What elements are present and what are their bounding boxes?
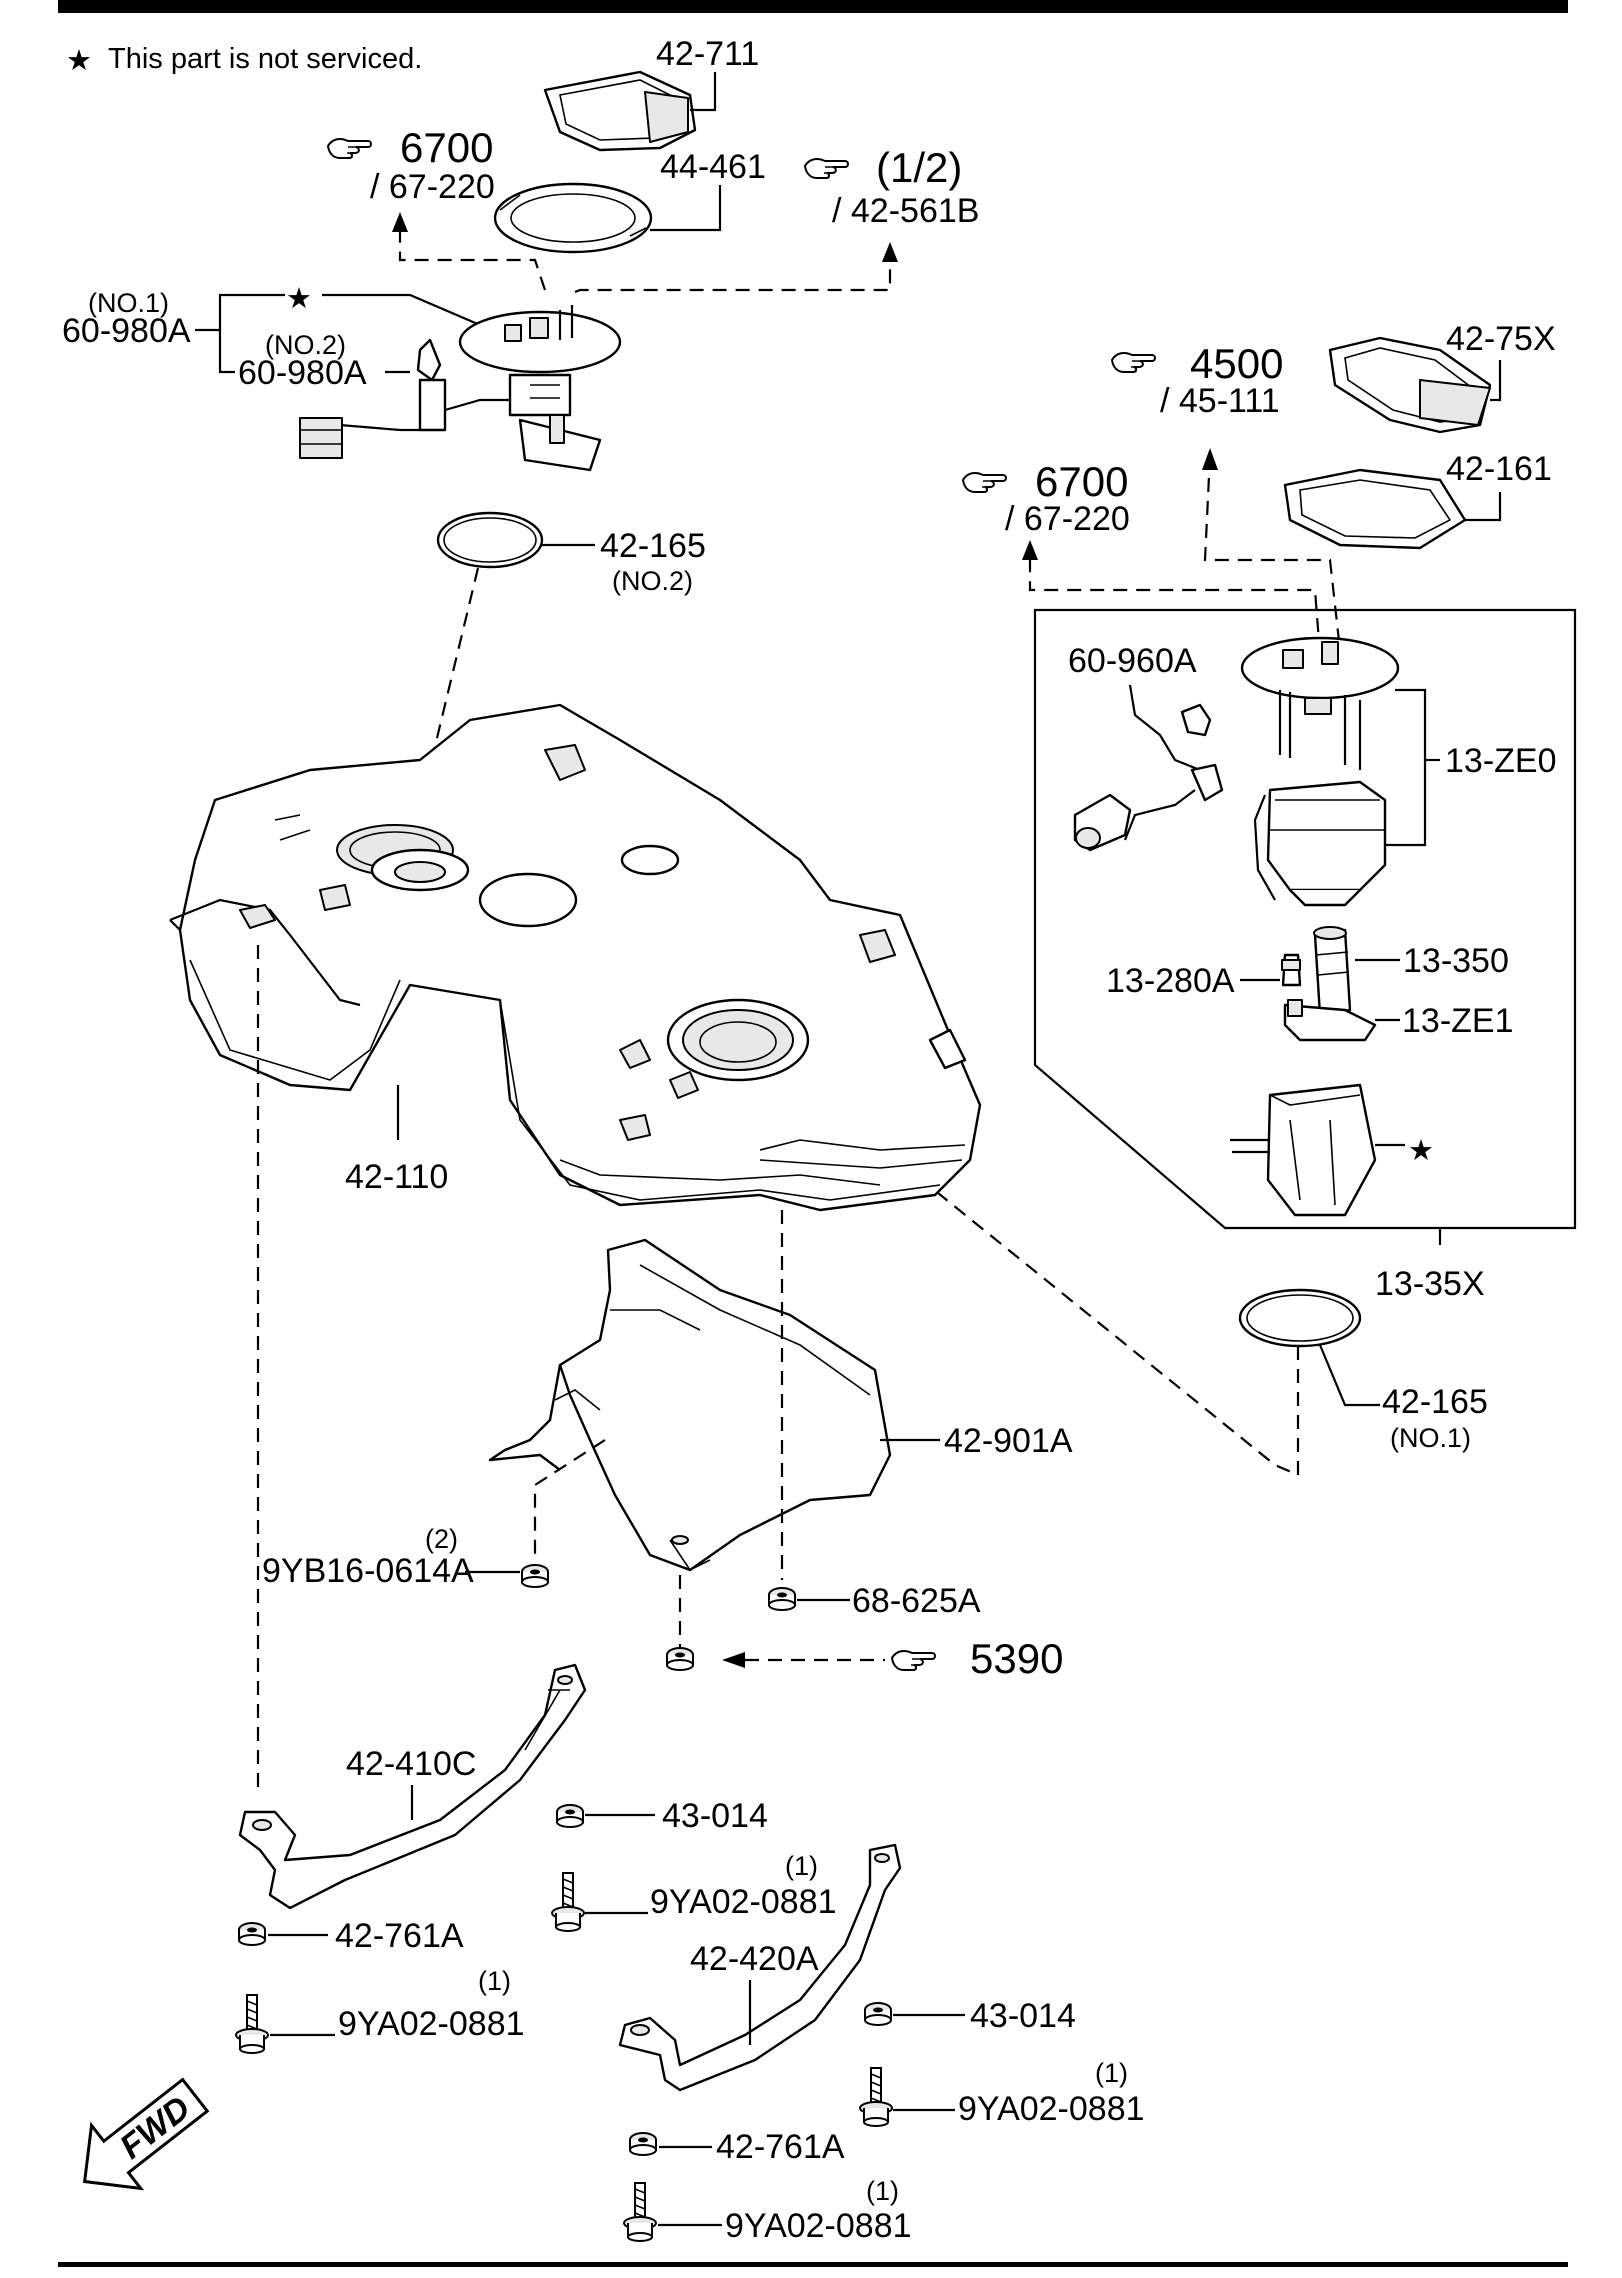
bolt-9ya02-0881-c <box>859 2067 893 2127</box>
ref-1-2: (1/2) <box>876 144 962 191</box>
qty-1-d: (1) <box>866 2176 899 2206</box>
top-border <box>58 0 1568 13</box>
strap-42-410c <box>238 1663 587 1910</box>
label-9ya02-0881-c: 9YA02-0881 <box>958 2090 1145 2128</box>
pointing-hand-icon <box>1111 351 1156 373</box>
label-42-165-top: 42-165 <box>600 527 706 565</box>
label-13-ze0: 13-ZE0 <box>1445 742 1557 780</box>
label-60-960a: 60-960A <box>1068 642 1197 680</box>
label-42-420a: 42-420A <box>690 1940 819 1978</box>
label-43-014-a: 43-014 <box>662 1797 768 1835</box>
pointing-hand-icon <box>804 157 849 179</box>
star-icon: ★ <box>66 45 92 77</box>
pointing-hand-icon <box>891 1649 936 1671</box>
label-9ya02-0881-a: 9YA02-0881 <box>650 1883 837 1921</box>
gasket-44-461 <box>493 182 653 254</box>
star-icon: ★ <box>286 283 312 315</box>
strap-42-420a <box>618 1843 902 2092</box>
pump-cover-13-ze1 <box>1283 999 1377 1042</box>
label-42-761a-a: 42-761A <box>335 1917 464 1955</box>
label-13-350: 13-350 <box>1403 942 1509 980</box>
nut-43-014-a <box>556 1804 584 1828</box>
label-42-75x: 42-75X <box>1446 320 1556 358</box>
label-no1-top: (NO.1) <box>88 288 169 318</box>
bolt-9ya02-0881-b <box>235 1994 269 2054</box>
ref-67-220-top: / 67-220 <box>370 168 495 206</box>
o-ring-42-165-no1 <box>1238 1288 1362 1348</box>
nut-42-761a-b <box>629 2132 657 2156</box>
nut-42-761a-a <box>238 1922 266 1946</box>
label-9ya02-0881-d: 9YA02-0881 <box>725 2207 912 2245</box>
pointing-hand-icon <box>327 137 372 159</box>
fuel-pump-13-350 <box>1313 926 1352 1017</box>
clip-68-625a <box>768 1587 796 1611</box>
label-44-461: 44-461 <box>660 148 766 186</box>
not-serviced-note: This part is not serviced. <box>108 43 422 75</box>
o-ring-42-165-no2 <box>436 511 544 569</box>
fuel-gauge-60-960a <box>1073 684 1224 852</box>
label-42-711: 42-711 <box>656 35 759 73</box>
qty-2: (2) <box>425 1524 458 1554</box>
pump-flange-13-ze0 <box>1240 636 1400 907</box>
label-42-761a-b: 42-761A <box>716 2128 845 2166</box>
label-60-980a-1: 60-980A <box>62 312 191 350</box>
filter-13-280a <box>1281 953 1302 987</box>
label-42-165-right: 42-165 <box>1382 1383 1488 1421</box>
bottom-border <box>58 2262 1568 2267</box>
fuel-tank-42-110 <box>169 703 982 1212</box>
label-no1-165: (NO.1) <box>1390 1423 1471 1453</box>
flange-nut-9yb16-0614a <box>521 1564 549 1588</box>
gasket-42-161 <box>1283 468 1467 550</box>
star-icon: ★ <box>1408 1135 1434 1167</box>
lock-ring-42-711 <box>543 70 697 152</box>
ref-67-220-right: / 67-220 <box>1005 500 1130 538</box>
nut-ref-5390 <box>666 1647 694 1671</box>
module-box-outline <box>1033 608 1577 1230</box>
qty-1-b: (1) <box>478 1966 511 1996</box>
label-9yb16-0614a: 9YB16-0614A <box>262 1552 474 1590</box>
label-no2-top: (NO.2) <box>265 330 346 360</box>
pointing-hand-icon <box>962 471 1007 493</box>
label-42-901a: 42-901A <box>944 1422 1073 1460</box>
label-13-280a: 13-280A <box>1106 962 1235 1000</box>
ref-6700-top: 6700 <box>400 124 493 171</box>
label-9ya02-0881-b: 9YA02-0881 <box>338 2005 525 2043</box>
ref-6700-right: 6700 <box>1035 458 1128 505</box>
insulator-42-901a <box>488 1238 892 1572</box>
ref-4500: 4500 <box>1190 340 1283 387</box>
label-13-ze1: 13-ZE1 <box>1402 1002 1514 1040</box>
fuel-pump-flange-no2 <box>299 305 622 472</box>
fwd-arrow-icon: FWD <box>82 2077 210 2191</box>
ref-5390: 5390 <box>970 1635 1063 1682</box>
label-42-161: 42-161 <box>1446 450 1552 488</box>
label-43-014-b: 43-014 <box>970 1997 1076 2035</box>
qty-1-a: (1) <box>785 1851 818 1881</box>
bolt-9ya02-0881-d <box>623 2182 657 2242</box>
lock-ring-42-75x <box>1328 336 1492 434</box>
bolt-9ya02-0881-a <box>551 1872 585 1932</box>
ref-42-561b: / 42-561B <box>832 192 979 230</box>
label-68-625a: 68-625A <box>852 1582 981 1620</box>
ref-45-111: / 45-111 <box>1160 382 1280 420</box>
label-42-410c: 42-410C <box>346 1745 476 1783</box>
label-no2-165: (NO.2) <box>612 566 693 596</box>
qty-1-c: (1) <box>1095 2058 1128 2088</box>
label-60-980a-2: 60-980A <box>238 354 367 392</box>
nut-43-014-b <box>864 2002 892 2026</box>
label-13-35x: 13-35X <box>1375 1265 1485 1303</box>
label-42-110: 42-110 <box>345 1158 448 1196</box>
reservoir-cup <box>1230 1083 1377 1217</box>
